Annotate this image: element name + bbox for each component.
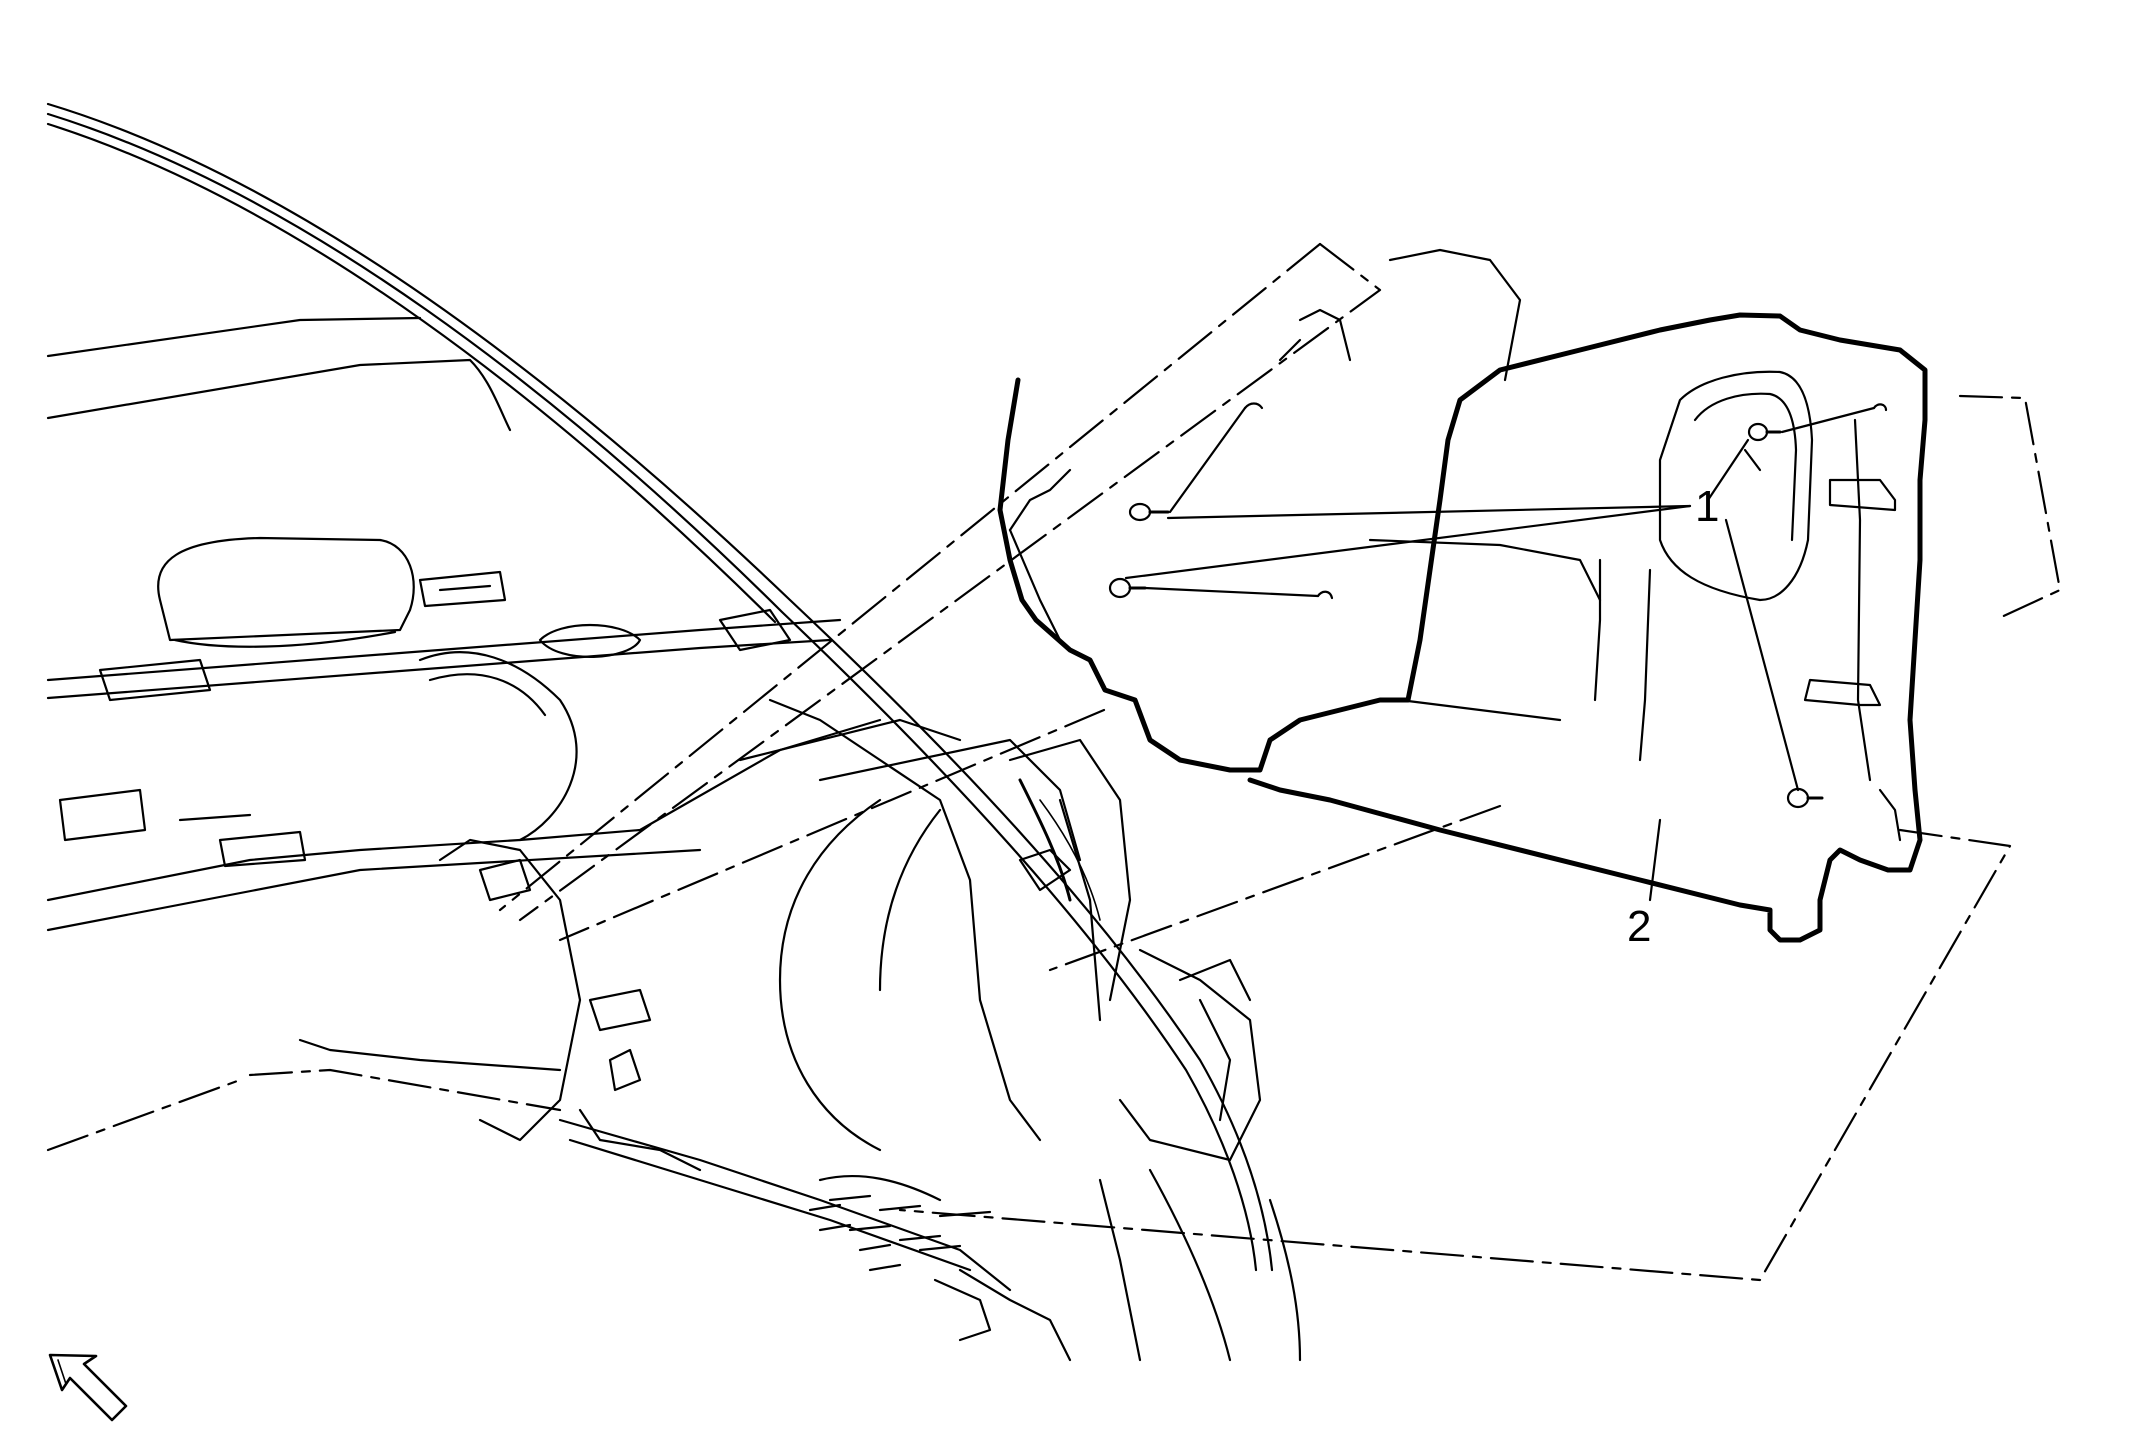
callout-label-2: 2 — [1627, 902, 1652, 951]
callout-leaders — [1124, 406, 1876, 902]
push-pin-fastener-lower-right — [1786, 787, 1824, 809]
projection-dashed-lines — [46, 242, 2062, 1282]
push-pin-fastener-upper-right — [1747, 422, 1782, 442]
view-direction-arrow-icon — [48, 1353, 128, 1422]
trim-fasteners — [1108, 402, 1888, 809]
vehicle-body-structure — [46, 102, 1302, 1362]
push-pin-fastener-lower-left — [1108, 577, 1147, 599]
callout-label-1: 1 — [1695, 482, 1720, 531]
quarter-trim-panel — [997, 248, 1928, 943]
push-pin-fastener-upper-left — [1128, 502, 1170, 522]
